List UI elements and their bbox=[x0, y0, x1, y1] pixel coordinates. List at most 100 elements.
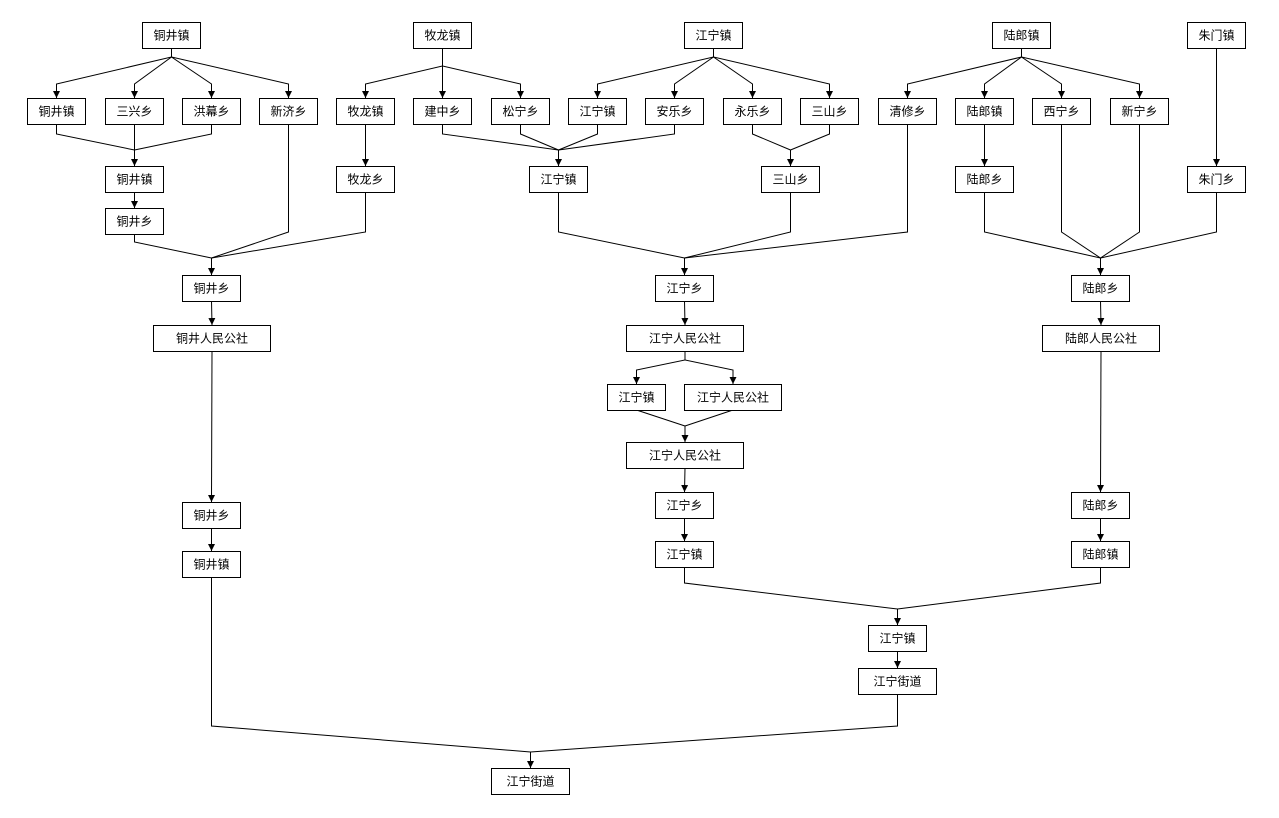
edge-sanshan-xiang-r3-to-jiangning-xiang-r5 bbox=[684, 192, 791, 259]
node-yongle-xiang: 永乐乡 bbox=[723, 98, 782, 125]
node-box bbox=[529, 166, 588, 193]
node-lulang-zhen-r10: 陆郎镇 bbox=[1071, 541, 1130, 568]
node-label: 陆郎乡 bbox=[1082, 281, 1118, 296]
node-label: 铜井镇 bbox=[116, 172, 152, 187]
node-lulang-zhen-r2: 陆郎镇 bbox=[955, 98, 1014, 125]
node-box bbox=[259, 98, 318, 125]
node-label: 江宁镇 bbox=[618, 390, 654, 405]
node-mulong-xiang: 牧龙乡 bbox=[336, 166, 395, 193]
edge-jiangning-commune-1-to-jiangning-zhen-split bbox=[633, 351, 686, 384]
node-label: 铜井镇 bbox=[153, 28, 189, 43]
edge-line bbox=[171, 48, 292, 98]
node-tongjing-xiang-r9: 铜井乡 bbox=[182, 502, 241, 529]
edge-anle-xiang-to-jiangning-zhen-r3 bbox=[558, 124, 675, 151]
edge-jiangning-commune-2-to-jiangning-xiang-r9 bbox=[681, 467, 689, 493]
edge-line bbox=[684, 351, 737, 384]
node-label: 江宁人民公社 bbox=[649, 448, 721, 463]
node-box bbox=[1110, 98, 1169, 125]
node-label: 牧龙乡 bbox=[347, 173, 383, 187]
edge-zhumen-xiang-to-lulang-xiang-r5 bbox=[1100, 192, 1217, 259]
node-label: 江宁镇 bbox=[540, 172, 576, 187]
node-label: 安乐乡 bbox=[656, 104, 692, 119]
node-label: 永乐乡 bbox=[734, 105, 770, 119]
node-jiangning-zhen-r11: 江宁镇 bbox=[868, 625, 927, 652]
node-label: 江宁人民公社 bbox=[649, 331, 721, 346]
edge-line bbox=[984, 192, 1101, 259]
edge-line bbox=[636, 409, 686, 427]
node-lulang-xiang-r5: 陆郎乡 bbox=[1071, 275, 1130, 302]
edge-line bbox=[56, 124, 135, 151]
node-box bbox=[336, 166, 395, 193]
edge-line bbox=[1100, 124, 1140, 259]
edge-line bbox=[134, 234, 212, 259]
node-label: 松宁乡 bbox=[502, 104, 538, 119]
node-box bbox=[858, 668, 937, 695]
node-box bbox=[27, 98, 86, 125]
node-box bbox=[655, 541, 714, 568]
node-jianzhong-xiang: 建中乡 bbox=[413, 98, 472, 125]
edge-lulang-zhen-top-to-lulang-zhen-r2 bbox=[981, 48, 1022, 98]
node-tongjing-zhen-top: 铜井镇 bbox=[142, 22, 201, 49]
edge-line bbox=[208, 350, 216, 503]
edge-lulang-xiang-r5-to-lulang-commune bbox=[1097, 300, 1105, 326]
edge-line bbox=[211, 577, 531, 753]
node-box bbox=[142, 22, 201, 49]
edge-xinning-xiang-to-lulang-xiang-r5 bbox=[1100, 124, 1140, 259]
node-box bbox=[336, 98, 395, 125]
node-box bbox=[955, 166, 1014, 193]
node-sanshan-xiang-r2: 三山乡 bbox=[800, 98, 859, 125]
node-label: 铜井镇 bbox=[38, 104, 74, 119]
edge-line bbox=[790, 124, 830, 151]
node-mulong-zhen-top: 牧龙镇 bbox=[413, 22, 472, 49]
edge-line bbox=[530, 694, 898, 753]
edge-line bbox=[684, 409, 734, 427]
edge-tongjing-xiang-r4-to-tongjing-xiang-r5 bbox=[134, 234, 215, 275]
node-label: 朱门镇 bbox=[1198, 28, 1234, 43]
node-label: 清修乡 bbox=[889, 104, 925, 119]
node-jiangning-zhen-top: 江宁镇 bbox=[684, 22, 743, 49]
edge-tongjing-zhen-r10-to-jiangning-jiedao-final bbox=[211, 577, 534, 768]
node-box bbox=[1071, 541, 1130, 568]
edge-lulang-xiang-r3-to-lulang-xiang-r5 bbox=[984, 192, 1104, 275]
node-label: 陆郎乡 bbox=[1082, 498, 1118, 513]
node-lulang-commune: 陆郎人民公社 bbox=[1042, 325, 1160, 352]
node-label: 江宁人民公社 bbox=[697, 390, 769, 405]
node-label: 新济乡 bbox=[270, 104, 306, 119]
node-label: 陆郎镇 bbox=[1082, 547, 1118, 562]
node-box bbox=[1071, 275, 1130, 302]
node-jiangning-xiang-r9: 江宁乡 bbox=[655, 492, 714, 519]
edge-jiangning-zhen-top-to-jiangning-zhen-r2 bbox=[594, 48, 714, 98]
edge-lulang-zhen-top-to-qingxiu-xiang bbox=[904, 48, 1022, 98]
node-anle-xiang: 安乐乡 bbox=[645, 98, 704, 125]
edge-line bbox=[1021, 48, 1065, 98]
node-label: 牧龙镇 bbox=[347, 105, 383, 119]
node-box bbox=[868, 625, 927, 652]
node-jiangning-zhen-split: 江宁镇 bbox=[607, 384, 666, 411]
edge-jiangning-zhen-top-to-yongle-xiang bbox=[713, 48, 756, 98]
node-lulang-xiang-r9: 陆郎乡 bbox=[1071, 492, 1130, 519]
node-box bbox=[723, 98, 782, 125]
node-label: 江宁镇 bbox=[666, 547, 702, 562]
edge-line bbox=[211, 124, 289, 259]
edge-jiangning-commune-1-to-jiangning-commune-split bbox=[684, 351, 737, 384]
edge-jiangning-zhen-r10-to-jiangning-zhen-r11 bbox=[684, 567, 901, 625]
node-label: 铜井镇 bbox=[193, 557, 229, 572]
edge-xinji-xiang-to-tongjing-xiang-r5 bbox=[211, 124, 289, 259]
node-sanshan-xiang-r3: 三山乡 bbox=[761, 166, 820, 193]
edge-line bbox=[1061, 124, 1101, 259]
node-tongjing-xiang-r4: 铜井乡 bbox=[105, 208, 164, 235]
node-box bbox=[607, 384, 666, 411]
node-label: 洪幕乡 bbox=[193, 105, 229, 119]
node-label: 江宁镇 bbox=[695, 28, 731, 43]
node-songning-xiang: 松宁乡 bbox=[491, 98, 550, 125]
edge-lulang-zhen-r10-to-jiangning-zhen-r11 bbox=[897, 567, 1101, 610]
edge-jiangning-xiang-r5-to-jiangning-commune-1 bbox=[681, 300, 689, 326]
node-box bbox=[1071, 492, 1130, 519]
edge-hongmu-xiang-to-tongjing-zhen-r3 bbox=[134, 124, 212, 151]
node-label: 陆郎人民公社 bbox=[1065, 331, 1137, 346]
edge-line bbox=[684, 124, 908, 259]
node-box bbox=[491, 98, 550, 125]
node-label: 江宁街道 bbox=[506, 774, 554, 789]
node-label: 朱门乡 bbox=[1198, 172, 1234, 187]
